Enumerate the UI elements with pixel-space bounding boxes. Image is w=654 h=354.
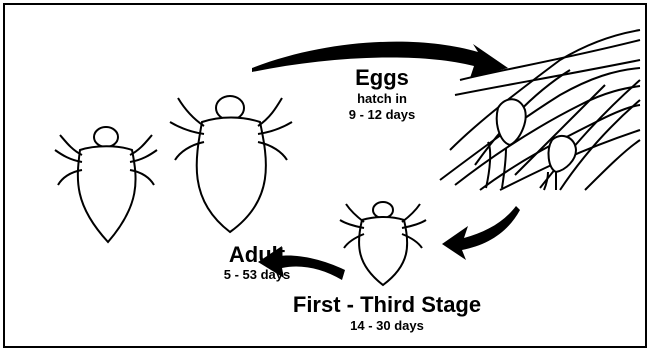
eggs-title: Eggs xyxy=(335,66,429,90)
cycle-arrow-to-nymph xyxy=(442,206,520,260)
eggs-hatch-label: hatch in xyxy=(335,91,429,107)
adult-duration: 5 - 53 days xyxy=(197,267,317,283)
adult-louse-small xyxy=(55,127,157,242)
eggs-duration: 9 - 12 days xyxy=(325,107,439,123)
adult-louse-large xyxy=(170,96,292,232)
nymph-louse xyxy=(340,202,426,285)
adult-title: Adult xyxy=(212,243,302,267)
nymph-duration: 14 - 30 days xyxy=(317,318,457,334)
nymph-title: First - Third Stage xyxy=(262,293,512,317)
